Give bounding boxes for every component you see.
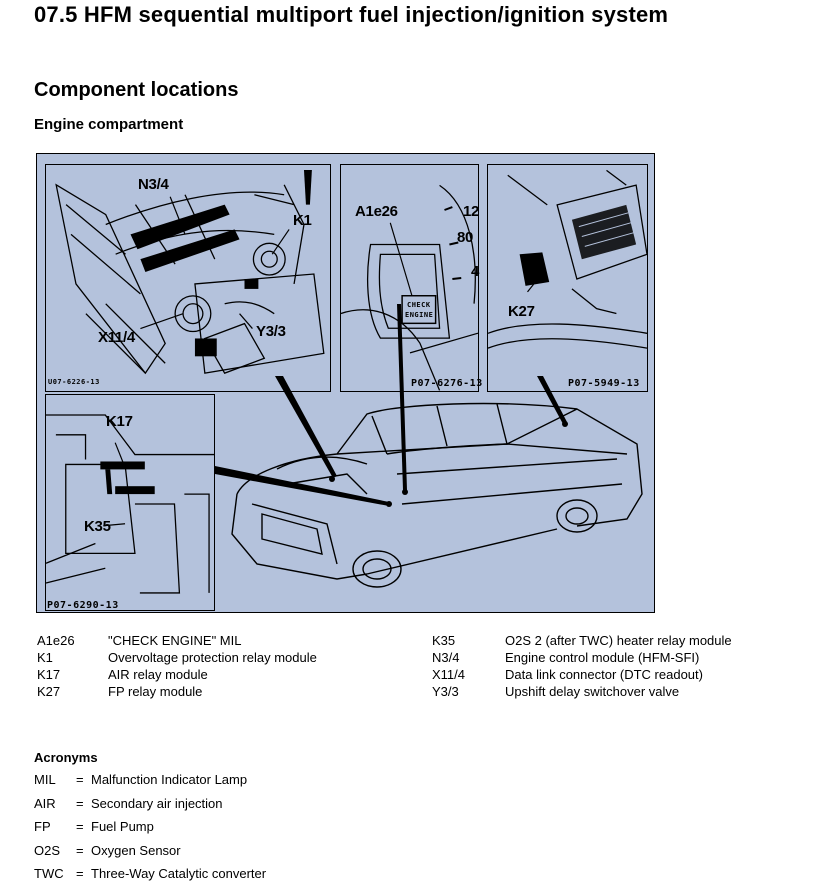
check-engine-lamp-text-2: ENGINE xyxy=(405,311,434,319)
image-code-relay-detail: P07-6290-13 xyxy=(47,600,119,611)
relay-box-panel: K27 P07-5949-13 xyxy=(487,164,648,392)
acronym-abbr: TWC xyxy=(34,866,64,881)
acronym-meaning: Secondary air injection xyxy=(91,795,223,811)
legend-code: Y3/3 xyxy=(432,684,459,699)
image-code-relay-box: P07-5949-13 xyxy=(568,378,640,389)
legend-code: N3/4 xyxy=(432,650,460,665)
legend-code: X11/4 xyxy=(432,667,466,682)
instrument-cluster-drawing xyxy=(340,184,479,391)
legend-code: K27 xyxy=(37,684,61,699)
acronyms-list: MIL = Malfunction Indicator Lamp AIR = S… xyxy=(34,770,266,888)
acronym-row: MIL = Malfunction Indicator Lamp xyxy=(34,770,266,794)
legend-code: K35 xyxy=(432,633,456,648)
legend-code: K1 xyxy=(37,650,53,665)
pointer-engine xyxy=(275,376,337,478)
image-code-engine: U07-6226-13 xyxy=(48,378,100,386)
legend-desc: Upshift delay switchover valve xyxy=(505,684,680,699)
acronym-meaning: Fuel Pump xyxy=(91,819,154,834)
callout-a1e26: A1e26 xyxy=(355,203,398,220)
callout-n3-4: N3/4 xyxy=(138,176,169,193)
legend-row: X11/4 Data link connector (DTC readout) xyxy=(432,666,732,683)
legend-right: K35 O2S 2 (after TWC) heater relay modul… xyxy=(432,632,732,700)
acronym-row: AIR = Secondary air injection xyxy=(34,794,266,818)
acronym-row: TWC = Three-Way Catalytic converter xyxy=(34,864,266,888)
legend-desc: Engine control module (HFM-SFI) xyxy=(505,650,700,665)
acronym-row: FP = Fuel Pump xyxy=(34,817,266,841)
acronym-meaning: Malfunction Indicator Lamp xyxy=(91,772,248,787)
vehicle-drawing xyxy=(215,304,643,588)
page-title: 07.5 HFM sequential multiport fuel injec… xyxy=(34,2,669,27)
legend-row: A1e26 "CHECK ENGINE" MIL xyxy=(37,632,317,649)
acronym-equals: = xyxy=(76,819,84,834)
callout-k17: K17 xyxy=(106,413,133,430)
legend-row: N3/4 Engine control module (HFM-SFI) xyxy=(432,649,732,666)
component-location-figure: N3/4 K1 X11/4 Y3/3 U07-6226-13 A1e26 12 xyxy=(36,153,655,613)
legend-desc: "CHECK ENGINE" MIL xyxy=(108,633,242,648)
acronym-abbr: AIR xyxy=(34,795,56,811)
legend-row: K27 FP relay module xyxy=(37,683,317,700)
acronym-meaning: Oxygen Sensor xyxy=(91,842,181,858)
legend-row: K35 O2S 2 (after TWC) heater relay modul… xyxy=(432,632,732,649)
acronym-abbr: O2S xyxy=(34,842,61,858)
legend-desc: FP relay module xyxy=(108,684,203,699)
acronyms-title: Acronyms xyxy=(34,750,98,765)
relay-detail-drawing xyxy=(45,414,214,594)
acronym-equals: = xyxy=(76,842,84,858)
check-engine-lamp-text-1: CHECK xyxy=(407,301,431,309)
acronym-equals: = xyxy=(76,866,84,881)
acronym-abbr: FP xyxy=(34,819,51,834)
legend-desc: Overvoltage protection relay module xyxy=(108,650,317,665)
legend-desc: Data link connector (DTC readout) xyxy=(505,667,703,682)
legend-left: A1e26 "CHECK ENGINE" MIL K1 Overvoltage … xyxy=(37,632,317,700)
acronym-equals: = xyxy=(76,772,84,787)
car-outline xyxy=(231,402,643,588)
legend-desc: AIR relay module xyxy=(108,667,208,682)
engine-bay-drawing xyxy=(55,169,325,375)
acronym-meaning: Three-Way Catalytic converter xyxy=(91,866,267,881)
callout-k35: K35 xyxy=(84,518,111,535)
gauge-label-4: 4 xyxy=(471,263,480,280)
relay-detail-panel: K17 K35 P07-6290-13 xyxy=(45,394,215,611)
acronym-row: O2S = Oxygen Sensor xyxy=(34,841,266,865)
gauge-label-80: 80 xyxy=(457,229,474,246)
callout-k27: K27 xyxy=(508,303,535,320)
subsection-title: Engine compartment xyxy=(34,116,184,133)
legend-code: K17 xyxy=(37,667,61,682)
pointer-relay-box xyxy=(537,376,567,424)
legend-row: Y3/3 Upshift delay switchover valve xyxy=(432,683,732,700)
legend-code: A1e26 xyxy=(37,633,75,648)
acronym-equals: = xyxy=(76,795,84,811)
section-title: Component locations xyxy=(34,79,239,101)
instrument-cluster-panel: A1e26 12 80 4 CHECK ENGINE P07-6276-13 xyxy=(340,164,482,392)
gauge-label-12: 12 xyxy=(463,203,480,220)
image-code-cluster: P07-6276-13 xyxy=(411,378,483,389)
pointer-relay-detail xyxy=(215,466,389,506)
callout-y3-3: Y3/3 xyxy=(256,323,286,340)
callout-k1: K1 xyxy=(293,212,312,229)
pointer-cluster xyxy=(397,304,407,490)
legend-row: K17 AIR relay module xyxy=(37,666,317,683)
relay-box-drawing xyxy=(487,169,648,349)
engine-bay-panel: N3/4 K1 X11/4 Y3/3 U07-6226-13 xyxy=(45,164,331,392)
legend-desc: O2S 2 (after TWC) heater relay module xyxy=(505,633,732,648)
legend-row: K1 Overvoltage protection relay module xyxy=(37,649,317,666)
acronym-abbr: MIL xyxy=(34,772,56,787)
callout-x11-4: X11/4 xyxy=(98,329,135,346)
